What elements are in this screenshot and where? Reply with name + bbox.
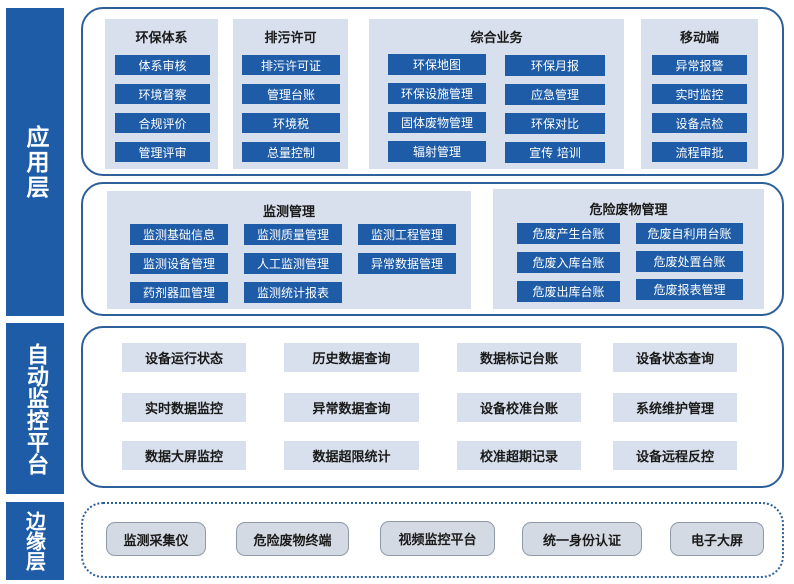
env-system-item[interactable]: 合规评价 bbox=[115, 113, 210, 133]
integrated-item[interactable]: 应急管理 bbox=[505, 84, 605, 105]
mobile-item[interactable]: 实时监控 bbox=[652, 84, 747, 104]
monitoring-mgmt-title: 监测管理 bbox=[262, 205, 315, 220]
hazwaste-group: 危险废物管理 危废产生台账 危废入库台账 危废出库台账 危废自利用台账 危废处置… bbox=[493, 189, 764, 309]
hazwaste-item[interactable]: 危废处置台账 bbox=[636, 251, 743, 272]
edge-item[interactable]: 视频监控平台 bbox=[380, 521, 495, 556]
mobile-item[interactable]: 异常报警 bbox=[652, 55, 747, 75]
platform-item[interactable]: 设备状态查询 bbox=[613, 343, 737, 372]
platform-item[interactable]: 异常数据查询 bbox=[284, 393, 419, 422]
edge-item[interactable]: 监测采集仪 bbox=[106, 522, 206, 556]
layer-label-monitoring: 自动监控平台 bbox=[6, 323, 64, 494]
monitoring-mgmt-item[interactable]: 监测工程管理 bbox=[358, 224, 456, 245]
edge-item[interactable]: 电子大屏 bbox=[670, 522, 764, 556]
integrated-item[interactable]: 环保地图 bbox=[388, 54, 486, 75]
integrated-item[interactable]: 辐射管理 bbox=[388, 141, 486, 162]
integrated-business-title: 综合业务 bbox=[470, 31, 523, 46]
hazwaste-title: 危险废物管理 bbox=[589, 203, 668, 218]
monitoring-mgmt-item[interactable]: 监测设备管理 bbox=[130, 253, 228, 274]
monitoring-mgmt-item[interactable]: 监测质量管理 bbox=[244, 224, 342, 245]
env-system-item[interactable]: 管理评审 bbox=[115, 142, 210, 162]
platform-item[interactable]: 数据标记台账 bbox=[457, 343, 581, 372]
integrated-business-group: 综合业务 环保地图 环保设施管理 固体废物管理 辐射管理 环保月报 应急管理 环… bbox=[369, 19, 624, 169]
platform-item[interactable]: 设备运行状态 bbox=[122, 343, 246, 372]
monitoring-mgmt-item[interactable]: 监测统计报表 bbox=[244, 282, 342, 303]
pollution-permit-item[interactable]: 总量控制 bbox=[242, 142, 340, 162]
monitoring-mgmt-item[interactable]: 人工监测管理 bbox=[244, 253, 342, 274]
pollution-permit-group: 排污许可 排污许可证 管理台账 环境税 总量控制 bbox=[233, 19, 348, 169]
pollution-permit-title: 排污许可 bbox=[264, 31, 317, 46]
monitoring-mgmt-item[interactable]: 异常数据管理 bbox=[358, 253, 456, 274]
pollution-permit-item[interactable]: 排污许可证 bbox=[242, 55, 340, 75]
monitoring-mgmt-item[interactable]: 监测基础信息 bbox=[130, 224, 228, 245]
platform-item[interactable]: 校准超期记录 bbox=[457, 441, 581, 470]
integrated-item[interactable]: 固体废物管理 bbox=[388, 112, 486, 133]
edge-item[interactable]: 统一身份认证 bbox=[522, 522, 642, 556]
layer-label-edge: 边缘层 bbox=[6, 502, 64, 580]
env-system-item[interactable]: 体系审核 bbox=[115, 55, 210, 75]
integrated-item[interactable]: 宣传 培训 bbox=[505, 142, 605, 163]
hazwaste-item[interactable]: 危废报表管理 bbox=[636, 279, 743, 300]
integrated-item[interactable]: 环保月报 bbox=[505, 55, 605, 76]
mobile-item[interactable]: 设备点检 bbox=[652, 113, 747, 133]
platform-item[interactable]: 数据大屏监控 bbox=[122, 441, 246, 470]
platform-item[interactable]: 历史数据查询 bbox=[284, 343, 419, 372]
pollution-permit-item[interactable]: 环境税 bbox=[242, 113, 340, 133]
platform-item[interactable]: 设备远程反控 bbox=[613, 441, 737, 470]
hazwaste-item[interactable]: 危废自利用台账 bbox=[636, 223, 743, 244]
mobile-title: 移动端 bbox=[679, 31, 719, 46]
mobile-item[interactable]: 流程审批 bbox=[652, 142, 747, 162]
layer-label-application: 应用层 bbox=[6, 8, 64, 316]
platform-item[interactable]: 实时数据监控 bbox=[122, 393, 246, 422]
integrated-item[interactable]: 环保对比 bbox=[505, 113, 605, 134]
pollution-permit-item[interactable]: 管理台账 bbox=[242, 84, 340, 104]
integrated-item[interactable]: 环保设施管理 bbox=[388, 83, 486, 104]
platform-item[interactable]: 系统维护管理 bbox=[613, 393, 737, 422]
edge-item[interactable]: 危险废物终端 bbox=[236, 522, 349, 556]
monitoring-mgmt-item[interactable]: 药剂器皿管理 bbox=[130, 282, 228, 303]
platform-item[interactable]: 设备校准台账 bbox=[457, 393, 581, 422]
monitoring-mgmt-group: 监测管理 监测基础信息 监测设备管理 药剂器皿管理 监测质量管理 人工监测管理 … bbox=[107, 191, 471, 309]
hazwaste-item[interactable]: 危废产生台账 bbox=[517, 223, 620, 244]
platform-item[interactable]: 数据超限统计 bbox=[284, 441, 419, 470]
env-system-group: 环保体系 体系审核 环境督察 合规评价 管理评审 bbox=[105, 19, 218, 169]
hazwaste-item[interactable]: 危废入库台账 bbox=[517, 252, 620, 273]
mobile-group: 移动端 异常报警 实时监控 设备点检 流程审批 bbox=[641, 19, 758, 169]
env-system-item[interactable]: 环境督察 bbox=[115, 84, 210, 104]
env-system-title: 环保体系 bbox=[135, 31, 188, 46]
hazwaste-item[interactable]: 危废出库台账 bbox=[517, 281, 620, 302]
